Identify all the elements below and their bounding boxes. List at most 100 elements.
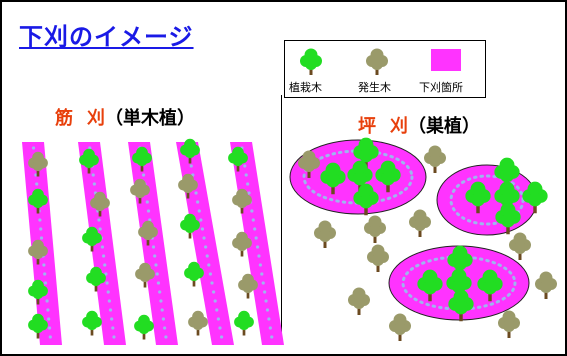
weeding-area-swatch xyxy=(431,49,461,71)
dot-marker xyxy=(199,218,203,222)
dot-marker xyxy=(218,326,222,330)
dot-marker xyxy=(219,335,224,339)
natural-tree-icon xyxy=(232,188,252,214)
dot-marker xyxy=(102,254,106,258)
dot-marker xyxy=(160,308,164,312)
dot-marker xyxy=(146,209,151,213)
natural-tree-icon xyxy=(135,262,155,288)
natural-tree-icon xyxy=(389,313,411,341)
natural-tree-icon xyxy=(366,48,388,75)
dot-marker xyxy=(112,335,116,339)
planted-tree-icon xyxy=(228,146,248,172)
dot-marker xyxy=(265,308,270,312)
dot-marker xyxy=(111,326,115,330)
dot-marker xyxy=(45,299,49,303)
section-divider xyxy=(281,95,282,345)
natural-tree-icon xyxy=(298,150,320,178)
natural-tree-icon xyxy=(28,151,48,177)
dot-marker xyxy=(154,263,158,267)
dot-ring xyxy=(449,174,525,226)
natural-tree-icon xyxy=(238,273,258,299)
planted-tree-icon xyxy=(134,314,154,340)
dot-marker xyxy=(253,227,257,231)
dot-marker xyxy=(47,326,52,330)
dot-marker xyxy=(163,326,167,330)
dot-marker xyxy=(159,299,163,303)
page-title: 下刈のイメージ xyxy=(19,23,194,51)
planted-tree-icon xyxy=(132,146,152,172)
dot-marker xyxy=(151,245,156,249)
right-section-heading: 坪刈（巣植） xyxy=(358,116,480,138)
weeding-strip xyxy=(128,142,178,345)
natural-tree-icon xyxy=(348,287,370,315)
dot-marker xyxy=(39,236,44,240)
dot-marker xyxy=(251,218,255,222)
right-keyword-2: 刈 xyxy=(390,116,408,137)
dot-marker xyxy=(110,317,114,321)
dot-marker xyxy=(215,308,219,312)
dot-marker xyxy=(156,281,161,285)
dot-marker xyxy=(43,272,47,276)
planted-tree-icon xyxy=(446,268,472,301)
planted-tree-icon xyxy=(28,279,48,305)
left-detail: （単木植） xyxy=(105,108,195,129)
dot-marker xyxy=(270,335,274,339)
natural-tree-icon xyxy=(178,173,198,199)
dot-marker xyxy=(91,173,95,177)
dot-marker xyxy=(258,263,262,267)
natural-tree-icon xyxy=(90,191,110,217)
planted-tree-icon xyxy=(495,202,521,235)
dot-marker xyxy=(264,299,268,303)
natural-tree-icon xyxy=(409,209,431,237)
dot-marker xyxy=(257,254,261,258)
planted-tree-icon xyxy=(448,289,474,322)
dot-marker xyxy=(155,272,159,276)
planted-tree-icon xyxy=(184,261,204,287)
dot-marker xyxy=(197,209,201,213)
dot-marker xyxy=(35,182,39,186)
left-section-heading: 筋刈（単木植） xyxy=(55,108,195,130)
legend-box: 植栽木 発生木 下刈箇所 xyxy=(284,40,486,98)
natural-tree-icon xyxy=(498,310,520,338)
dot-marker xyxy=(205,254,209,258)
dot-marker xyxy=(194,191,198,195)
dot-marker xyxy=(97,218,101,222)
natural-tree-icon xyxy=(535,271,557,299)
dot-marker xyxy=(254,236,258,240)
dot-marker xyxy=(216,317,220,321)
dot-marker xyxy=(43,281,48,285)
dot-marker xyxy=(108,308,113,312)
dot-marker xyxy=(98,227,102,231)
legend-label-planted: 植栽木 xyxy=(289,81,322,94)
dot-marker xyxy=(145,200,149,204)
dot-marker xyxy=(92,182,96,186)
dot-marker xyxy=(202,236,206,240)
right-keyword: 坪 xyxy=(358,116,376,137)
dot-marker xyxy=(104,272,108,276)
dot-marker xyxy=(103,263,107,267)
natural-tree-icon xyxy=(232,231,252,257)
dot-marker xyxy=(38,218,42,222)
natural-tree-icon xyxy=(188,310,208,336)
dot-marker xyxy=(196,200,200,204)
planted-tree-icon xyxy=(234,310,254,336)
dot-marker xyxy=(246,182,250,186)
dot-marker xyxy=(213,299,217,303)
planted-tree-icon xyxy=(320,162,346,195)
dot-marker xyxy=(148,218,152,222)
dot-marker xyxy=(260,272,264,276)
dot-marker xyxy=(48,335,52,339)
natural-tree-icon xyxy=(130,178,150,204)
planted-tree-icon xyxy=(494,181,520,214)
dot-marker xyxy=(247,191,251,195)
weeding-strip xyxy=(78,142,126,345)
left-keyword-2: 刈 xyxy=(87,108,105,129)
natural-tree-icon xyxy=(509,232,531,260)
dot-marker xyxy=(31,146,36,150)
planted-tree-icon xyxy=(180,213,200,239)
legend-label-weeding: 下刈箇所 xyxy=(419,81,463,94)
dot-marker xyxy=(46,308,50,312)
natural-tree-icon xyxy=(28,239,48,265)
right-detail: （巣植） xyxy=(408,116,480,137)
